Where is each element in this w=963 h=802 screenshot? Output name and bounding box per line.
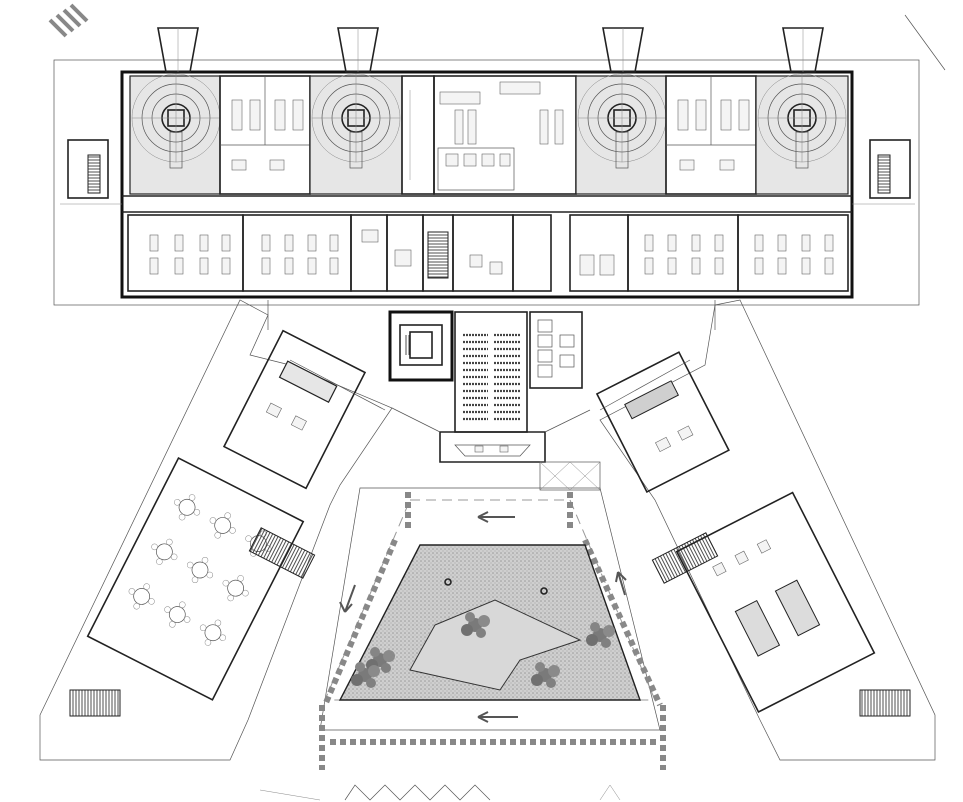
central-auditorium — [388, 310, 583, 463]
crosswalk-nw — [48, 3, 89, 38]
east-end-stair — [869, 139, 911, 199]
west-wing-stair — [69, 527, 316, 717]
east-wing-stair — [651, 532, 911, 717]
lower-rooms — [127, 214, 849, 292]
north-bar — [53, 27, 920, 306]
entrance-canopy — [539, 461, 601, 491]
east-wing — [595, 299, 936, 761]
west-end-stair — [67, 139, 109, 199]
restroom-stalls — [537, 319, 575, 378]
auditorium-seating — [463, 333, 520, 421]
roof-vents — [157, 27, 824, 73]
site-context — [48, 3, 946, 801]
traffic-arrows — [339, 511, 627, 723]
west-wing — [39, 299, 393, 761]
upper-rooms — [129, 73, 849, 195]
courtyard — [319, 461, 666, 770]
lobby — [267, 300, 716, 433]
